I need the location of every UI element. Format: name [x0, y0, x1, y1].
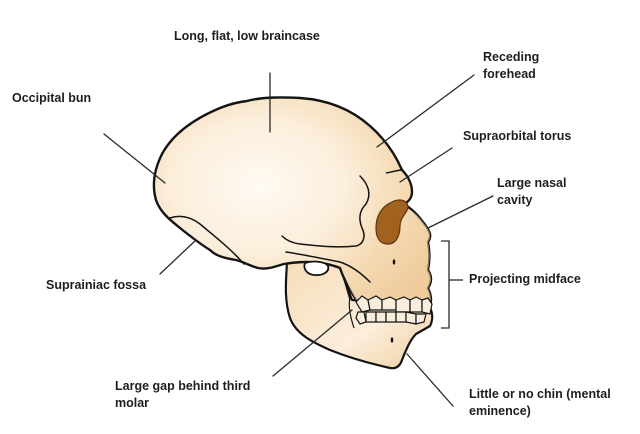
leader-chin — [406, 353, 454, 407]
leader-receding-forehead — [376, 74, 475, 148]
midface-bracket — [441, 240, 463, 329]
leader-occipital-bun — [103, 133, 166, 184]
infraorbital-foramen — [392, 259, 396, 265]
label-third-molar-gap: Large gap behind third molar — [115, 379, 251, 410]
ear-canal — [303, 260, 330, 277]
cranium — [152, 96, 433, 312]
orbit — [375, 199, 409, 245]
label-chin: Little or no chin (mental eminence) — [469, 387, 611, 418]
label-receding-forehead: Receding forehead — [483, 50, 540, 81]
leader-molar — [272, 309, 353, 377]
label-nasal-cavity: Large nasal cavity — [497, 176, 567, 207]
mental-foramen — [390, 337, 394, 343]
leader-lines — [103, 72, 494, 407]
label-occipital-bun: Occipital bun — [12, 91, 92, 105]
teeth — [348, 295, 433, 329]
label-suprainiac-fossa: Suprainiac fossa — [46, 278, 147, 292]
leader-nasal — [427, 195, 494, 229]
leader-supraorbital — [399, 147, 453, 183]
label-supraorbital-torus: Supraorbital torus — [463, 129, 572, 143]
label-projecting-midface: Projecting midface — [469, 272, 581, 286]
leader-suprainiac — [159, 239, 197, 275]
label-braincase: Long, flat, low braincase — [174, 29, 320, 43]
brow-ridge-line — [385, 169, 403, 174]
